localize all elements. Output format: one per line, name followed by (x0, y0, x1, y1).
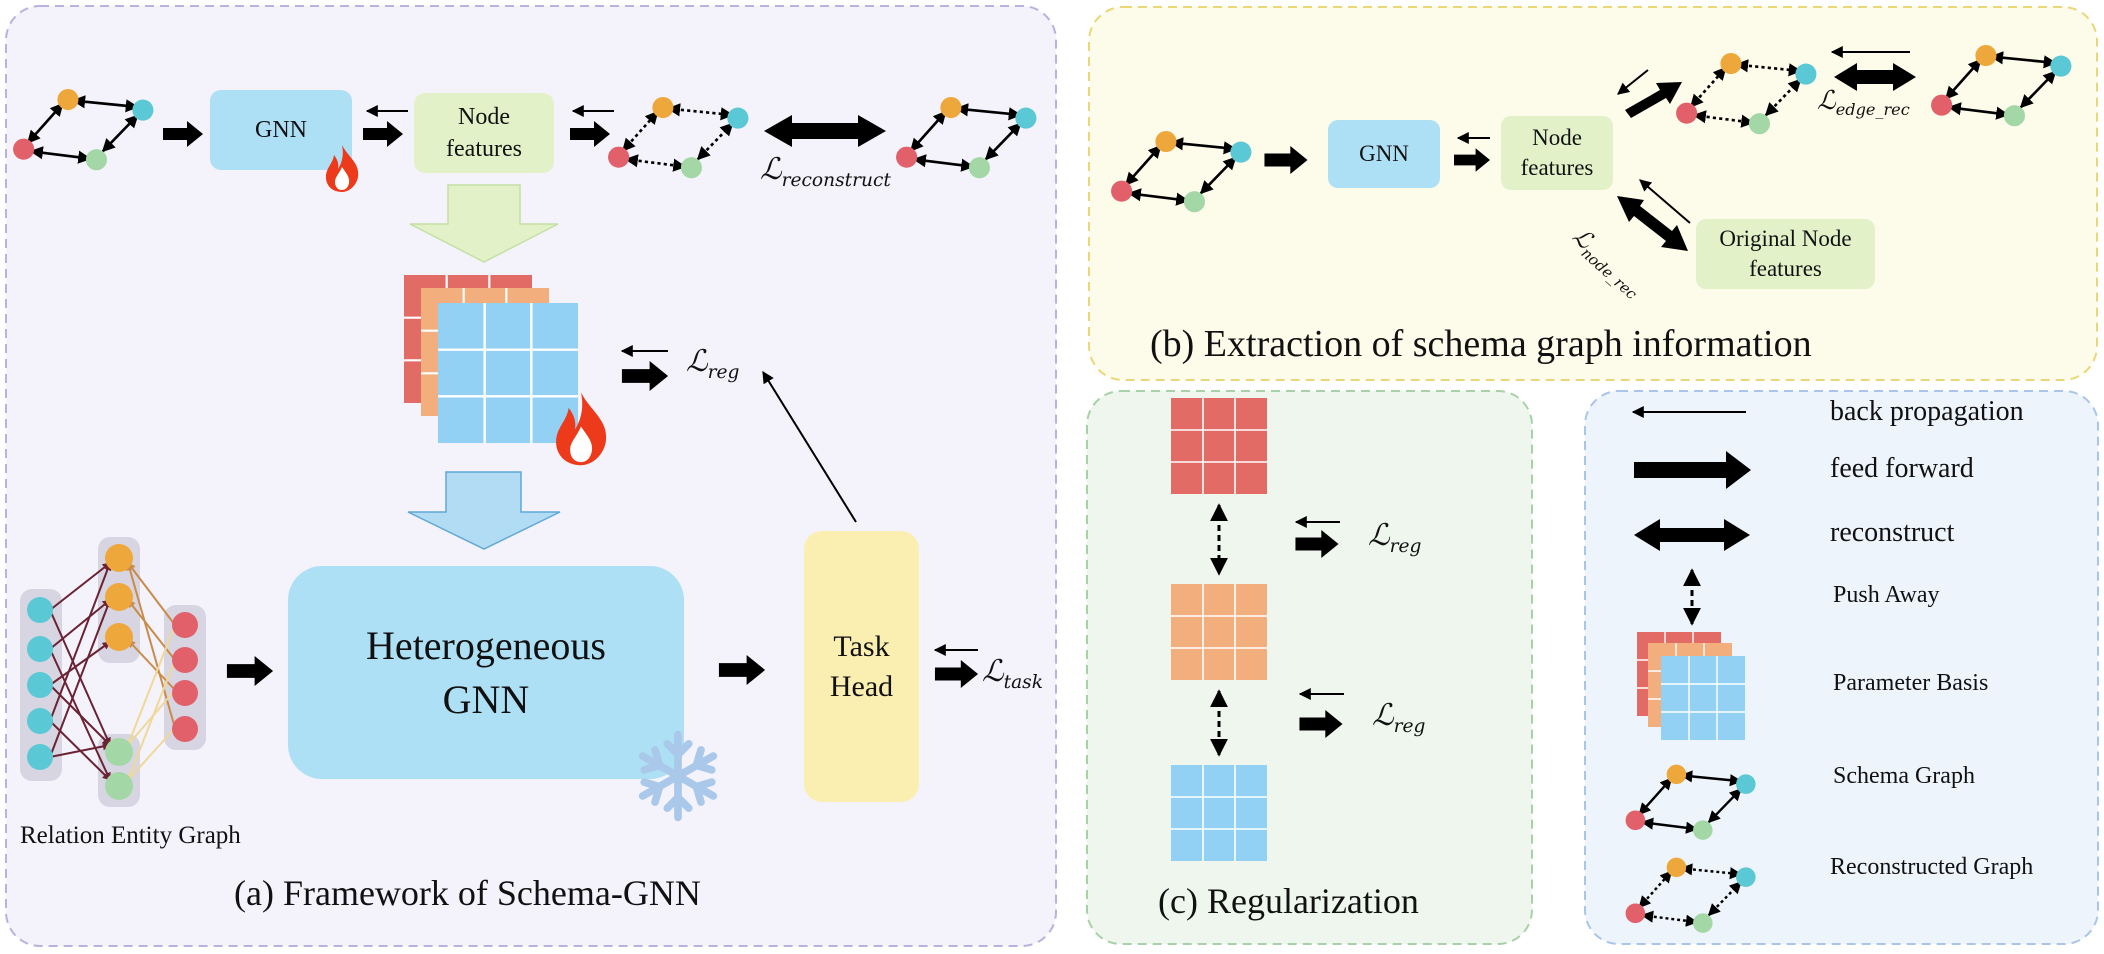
panel-b-caption: (b) Extraction of schema graph informati… (1150, 323, 1812, 365)
gnn-box (210, 90, 352, 170)
hetero-gnn-label: Heterogeneous GNN (366, 622, 606, 722)
loss-reg: ℒreg (686, 344, 740, 383)
parameter-basis-orange (1170, 583, 1268, 681)
legend-parameter-basis (1636, 631, 1746, 741)
original-node-features-label: Original Node features (1719, 226, 1852, 281)
legend-back-propagation-label: back propagation (1830, 396, 2024, 427)
parameter-basis-red (1170, 397, 1268, 495)
legend-feed-forward-arrow (1634, 451, 1751, 489)
node-features-label: Node features (1520, 125, 1594, 180)
gnn-box (1328, 120, 1440, 188)
loss-edge-rec: ℒedge_rec (1817, 86, 1910, 120)
legend-reconstructed-graph-label: Reconstructed Graph (1830, 854, 2034, 880)
feed-forward-arrow (1625, 82, 1682, 118)
task-head-to-loss-arrow (762, 370, 857, 523)
loss-reg: ℒreg (1372, 698, 1426, 737)
legend-reconstruct-label: reconstruct (1830, 517, 1955, 548)
hetero-gnn-box (288, 566, 684, 779)
back-propagation-arrow (1617, 69, 1649, 95)
node-features-box (1501, 116, 1613, 190)
legend-reconstruct-arrow (1634, 519, 1750, 551)
legend-schema-graph-label: Schema Graph (1833, 763, 1975, 789)
panel-a-frame (5, 5, 1057, 947)
parameter-basis-blue (1170, 764, 1268, 862)
gnn-label: GNN (255, 116, 307, 143)
node-features-box (414, 93, 554, 173)
legend-feed-forward-label: feed forward (1830, 453, 1974, 484)
loss-reg: ℒreg (1368, 518, 1422, 557)
gnn-label: GNN (1359, 141, 1409, 166)
task-head-box (804, 531, 919, 802)
reconstruct-double-arrow (764, 115, 886, 147)
panel-a-caption: (a) Framework of Schema-GNN (234, 873, 701, 913)
back-propagation-arrow (1639, 179, 1691, 224)
loss-task: ℒtask (982, 654, 1043, 693)
legend-push-away-label: Push Away (1833, 582, 1940, 608)
original-node-features-box (1696, 219, 1875, 289)
panel-c-caption: (c) Regularization (1158, 881, 1419, 921)
legend-parameter-basis-label: Parameter Basis (1833, 670, 1989, 696)
projection-arrow (409, 184, 559, 263)
node-features-label: Node features (446, 104, 522, 162)
task-head-label: Task Head (829, 629, 894, 703)
relation-entity-graph (20, 537, 206, 807)
reconstruct-double-arrow (1834, 63, 1916, 91)
projection-arrow (407, 471, 561, 550)
panel-c-frame (1086, 390, 1533, 945)
reconstruct-double-arrow (1617, 196, 1688, 251)
loss-reconstruct: ℒreconstruct (760, 152, 891, 191)
relation-entity-graph-label: Relation Entity Graph (20, 822, 241, 849)
